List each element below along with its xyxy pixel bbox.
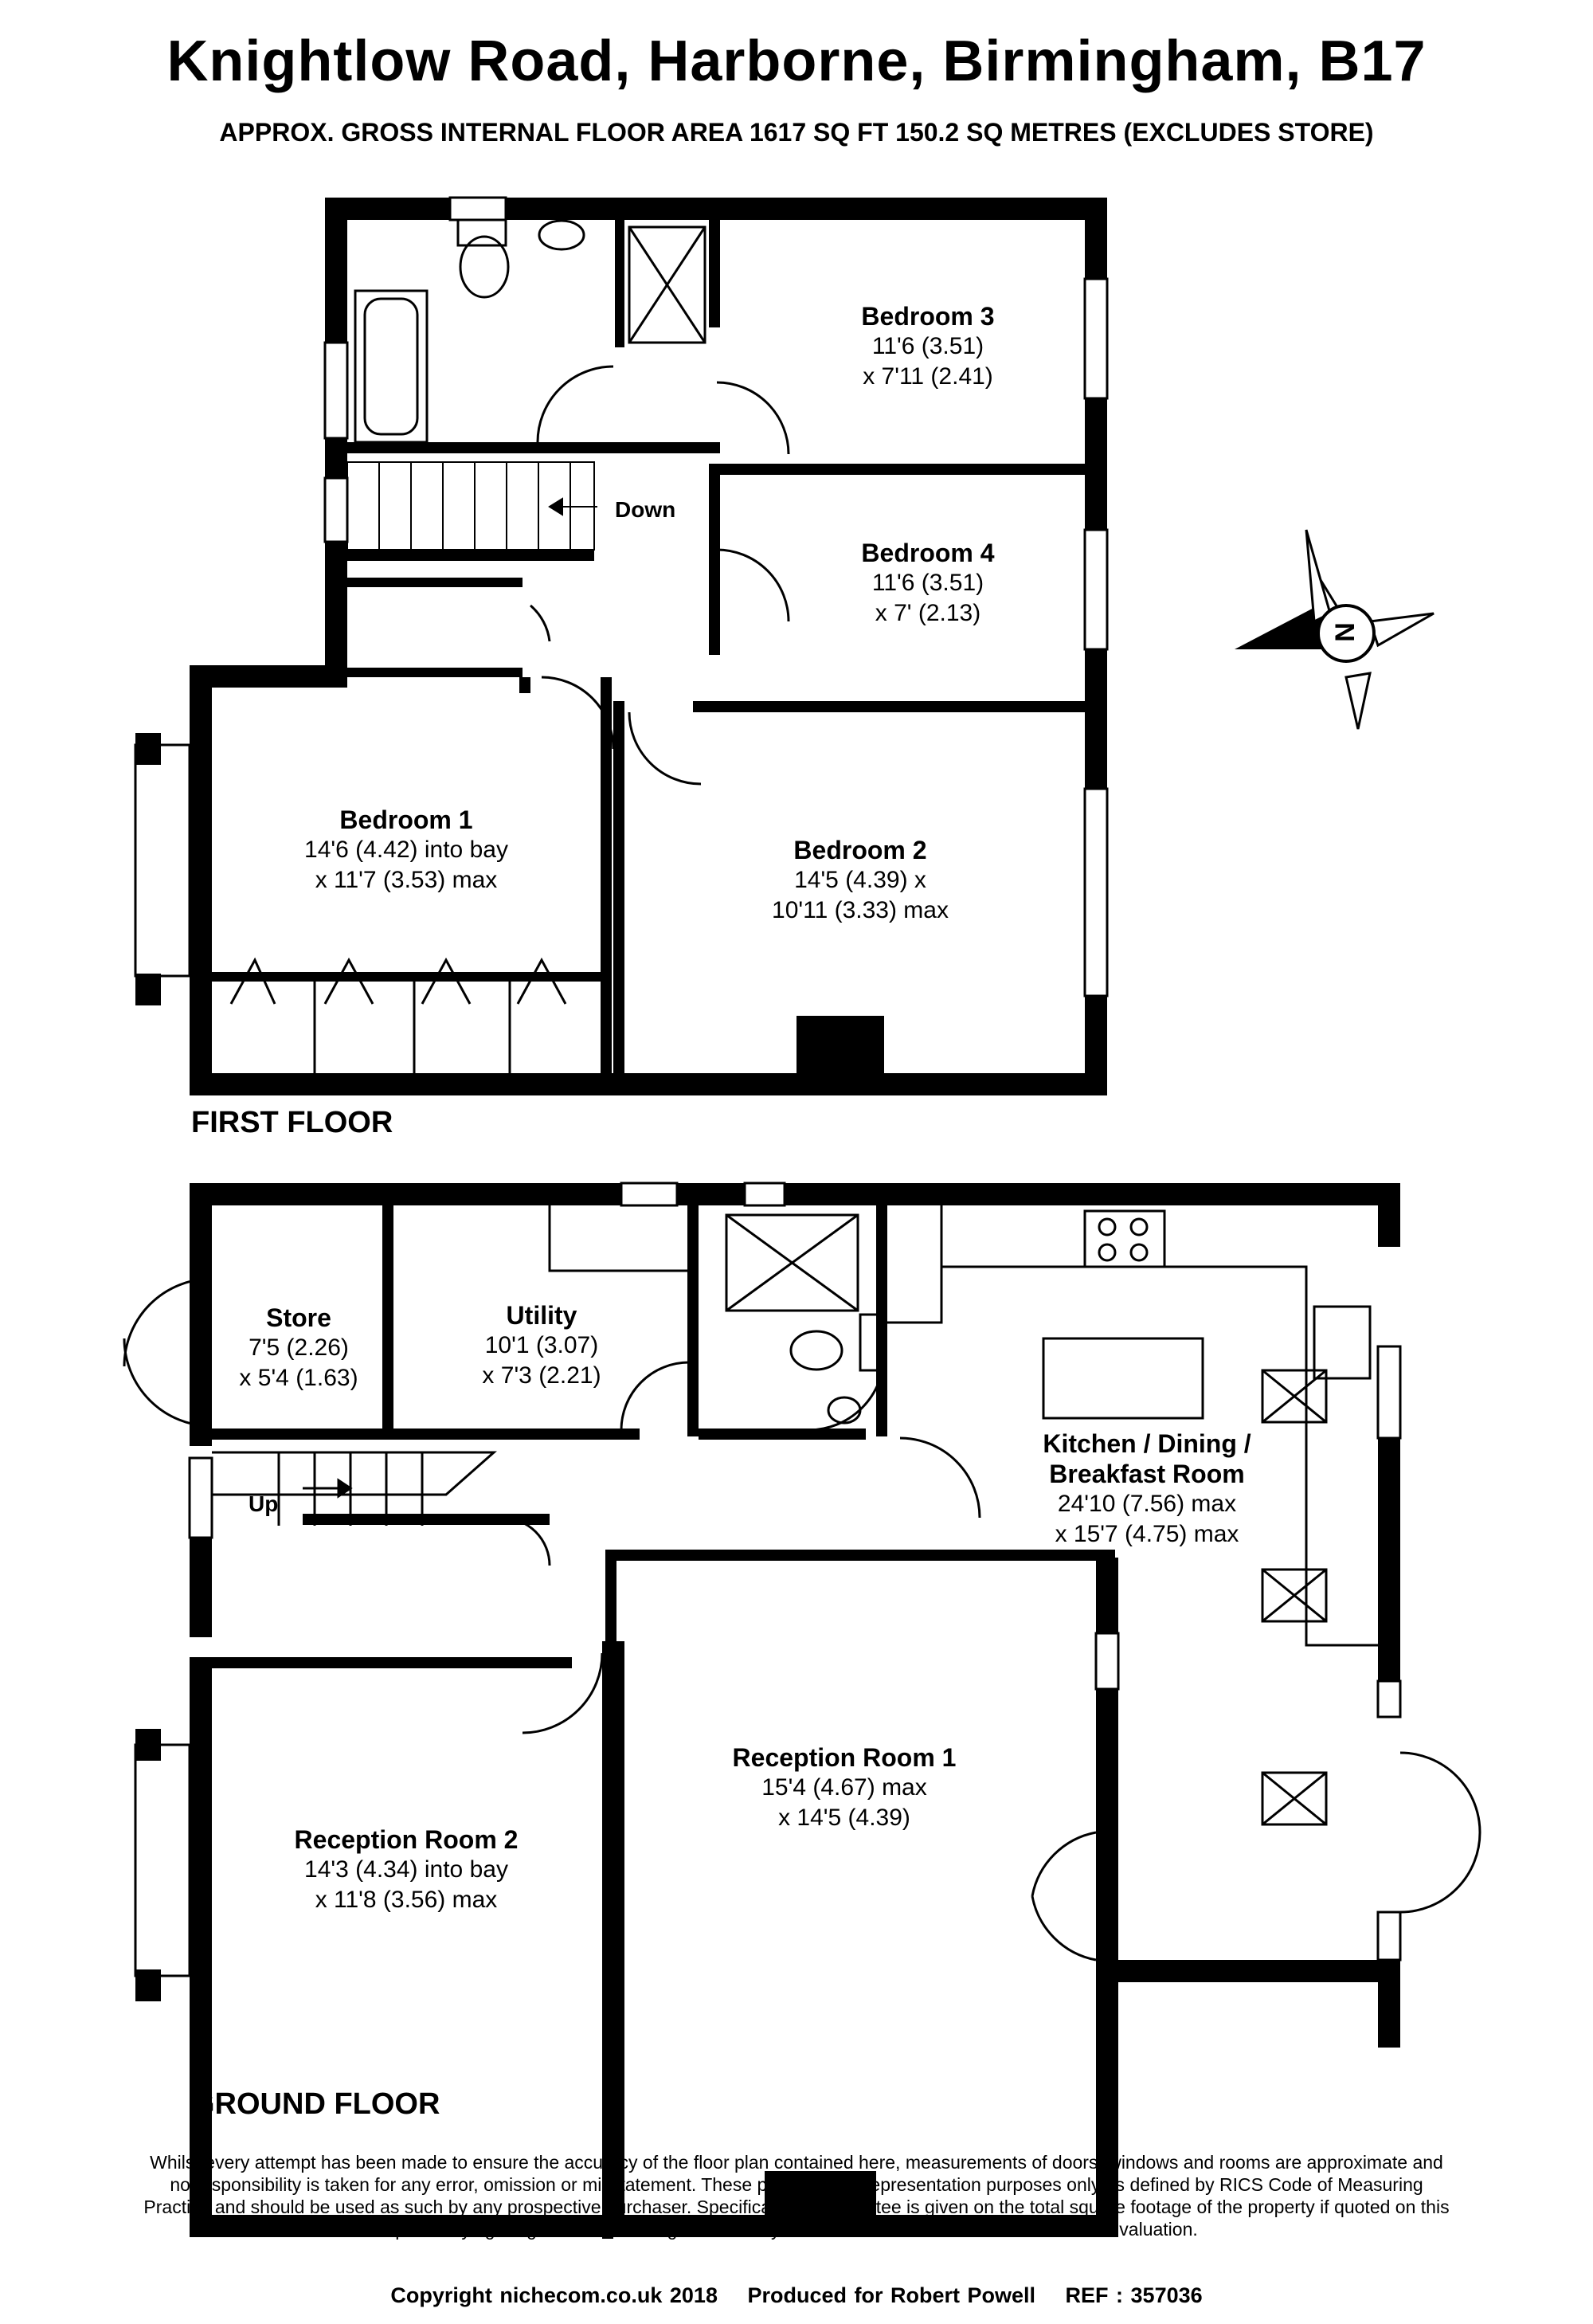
room-dim-2: x 11'8 (3.56) max [315,1887,498,1913]
room-name: Bedroom 2 [793,836,927,864]
stairs-down-label: Down [615,497,676,522]
room-dim-2: x 7'11 (2.41) [863,363,993,390]
room-kitchen: Kitchen / Dining / Breakfast Room 24'10 … [1012,1428,1282,1550]
room-name: Bedroom 3 [861,302,995,331]
room-name-line-2: Breakfast Room [1049,1460,1245,1488]
disclaimer-text: Whilst every attempt has been made to en… [143,2152,1450,2240]
room-reception-2: Reception Room 2 14'3 (4.34) into bay x … [239,1824,573,1915]
room-dim-2: x 11'7 (3.53) max [315,867,498,893]
room-dim-2: 10'11 (3.33) max [772,897,949,923]
room-dim-2: x 5'4 (1.63) [239,1365,358,1391]
room-name: Utility [506,1301,577,1330]
room-bedroom-1: Bedroom 1 14'6 (4.42) into bay x 11'7 (3… [231,805,581,896]
room-dim-1: 15'4 (4.67) max [761,1774,927,1801]
room-name: Reception Room 1 [732,1743,957,1772]
ground-floor-fixtures [212,1205,1378,1826]
room-dim-1: 7'5 (2.26) [249,1334,349,1361]
room-dim-1: 14'6 (4.42) into bay [304,837,508,863]
room-dim-1: 11'6 (3.51) [871,570,984,596]
bay-posts-first [135,733,161,1005]
room-dim-1: 14'5 (4.39) x [794,867,926,893]
room-dim-1: 10'1 (3.07) [484,1332,599,1358]
floor-area-subtitle: APPROX. GROSS INTERNAL FLOOR AREA 1617 S… [219,118,1374,147]
room-dim-2: x 14'5 (4.39) [778,1805,910,1831]
footer-produced-for: Produced for Robert Powell [747,2283,1036,2307]
room-name: Store [266,1303,331,1332]
room-dim-2: x 7' (2.13) [875,600,981,626]
stairs-up-label: Up [249,1491,279,1516]
bay-posts-ground [135,1729,161,2001]
room-name: Bedroom 4 [861,539,995,567]
footer-copyright: Copyright nichecom.co.uk 2018 [390,2283,718,2307]
room-utility: Utility 10'1 (3.07) x 7'3 (2.21) [422,1300,661,1391]
room-dim-1: 11'6 (3.51) [871,333,984,359]
first-floor-label: FIRST FLOOR [191,1106,393,1139]
room-bedroom-3: Bedroom 3 11'6 (3.51) x 7'11 (2.41) [793,301,1063,392]
room-name: Bedroom 1 [339,805,473,834]
room-dim-2: x 15'7 (4.75) max [1055,1521,1239,1547]
footer: Copyright nichecom.co.uk 2018 Produced f… [0,2283,1593,2308]
room-bedroom-4: Bedroom 4 11'6 (3.51) x 7' (2.13) [793,538,1063,629]
room-store: Store 7'5 (2.26) x 5'4 (1.63) [215,1303,382,1393]
room-name: Reception Room 2 [294,1825,519,1854]
room-reception-1: Reception Room 1 15'4 (4.67) max x 14'5 … [693,1742,996,1833]
footer-ref: REF : 357036 [1065,2283,1203,2307]
room-dim-2: x 7'3 (2.21) [482,1362,601,1389]
first-floor-windows [134,196,1109,997]
compass-north-label: N [1329,622,1360,642]
compass-rose [1235,529,1434,730]
ground-floor-label: GROUND FLOOR [191,2087,440,2121]
first-floor-doors [229,365,790,1073]
room-name-line-1: Kitchen / Dining / [1043,1429,1251,1458]
room-dim-1: 24'10 (7.56) max [1057,1491,1237,1517]
page-title: Knightlow Road, Harborne, Birmingham, B1… [166,29,1427,93]
first-floor-walls [190,198,1107,1095]
ground-floor-windows [134,1182,1402,1977]
room-bedroom-2: Bedroom 2 14'5 (4.39) x 10'11 (3.33) max [701,835,1020,926]
room-dim-1: 14'3 (4.34) into bay [304,1856,508,1883]
ground-floor-doors [123,1277,1481,1961]
stairs-first [346,461,597,551]
bathroom-fixtures [354,218,706,444]
